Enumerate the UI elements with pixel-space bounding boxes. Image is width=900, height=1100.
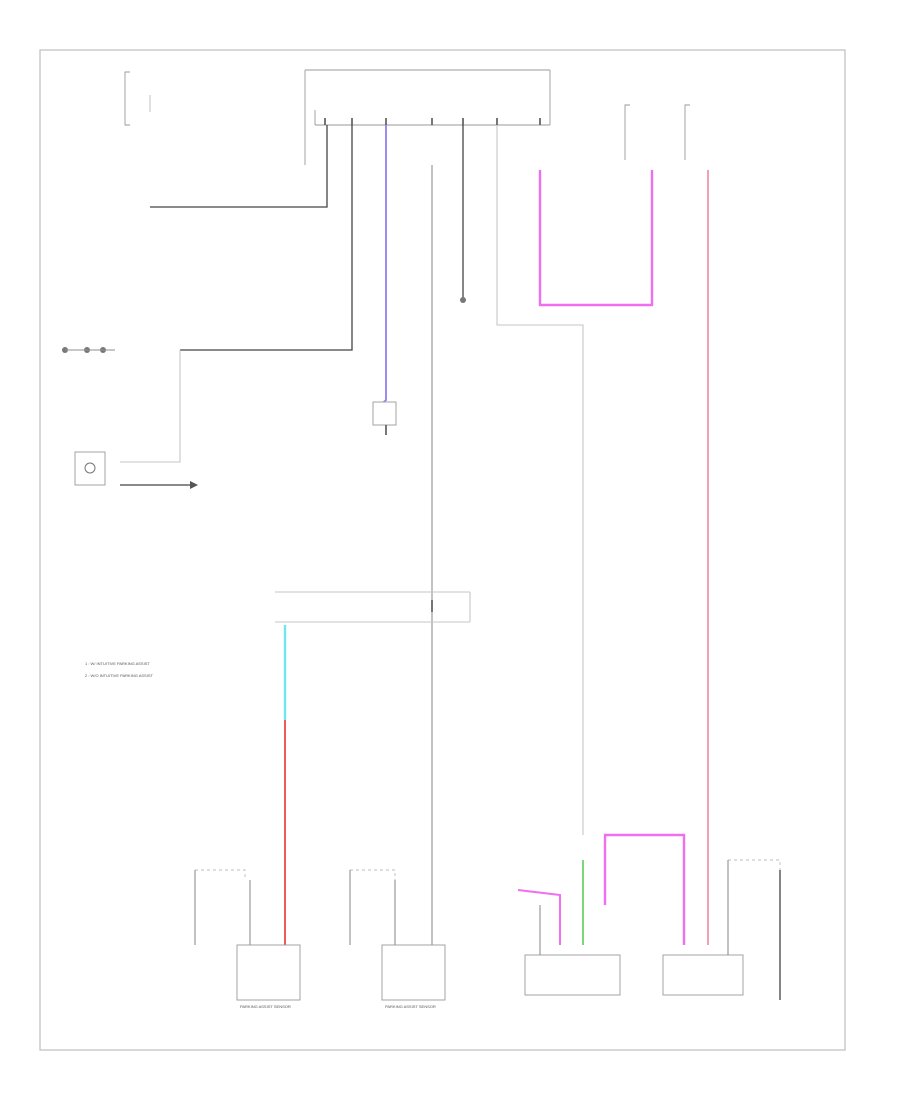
wire-left-switch-lower [120, 350, 181, 463]
wire-top-left-horizontal [150, 125, 328, 208]
top-left-component [124, 71, 151, 126]
bottom-ecu-2: PARKING ASSIST SENSOR [349, 869, 446, 1009]
left-relay-component [74, 451, 106, 486]
bottom-ecu-1: PARKING ASSIST SENSOR [194, 869, 301, 1009]
legend: 1 : W/ INTUITIVE PARKING ASSIST 2 : W/O … [85, 661, 153, 678]
diagram-frame [39, 49, 846, 1051]
left-switch-component [62, 347, 115, 353]
middle-connector [275, 591, 471, 623]
wire-right-light [496, 125, 584, 835]
blue-wire-component [372, 401, 397, 435]
top-right-components [624, 104, 690, 160]
legend-line-2: 2 : W/O INTUITIVE PARKING ASSIST [85, 673, 153, 678]
bottom-ecu-3 [524, 905, 621, 996]
center-wire-junction [460, 297, 466, 303]
wire-magenta-small [517, 889, 561, 945]
wire-magenta-top [538, 170, 654, 307]
legend-line-1: 1 : W/ INTUITIVE PARKING ASSIST [85, 661, 150, 666]
connector-pins-top [324, 118, 541, 125]
ground-arrow-left [190, 481, 198, 489]
wire-magenta-bottom [603, 833, 686, 945]
wire-blue [374, 125, 387, 411]
bottom-ecu-1-label: PARKING ASSIST SENSOR [240, 1004, 291, 1009]
bottom-ecu-4 [662, 859, 781, 1000]
bottom-ecu-2-label: PARKING ASSIST SENSOR [385, 1004, 436, 1009]
wire-left-switch [180, 125, 353, 351]
top-center-connector-block [304, 69, 551, 165]
